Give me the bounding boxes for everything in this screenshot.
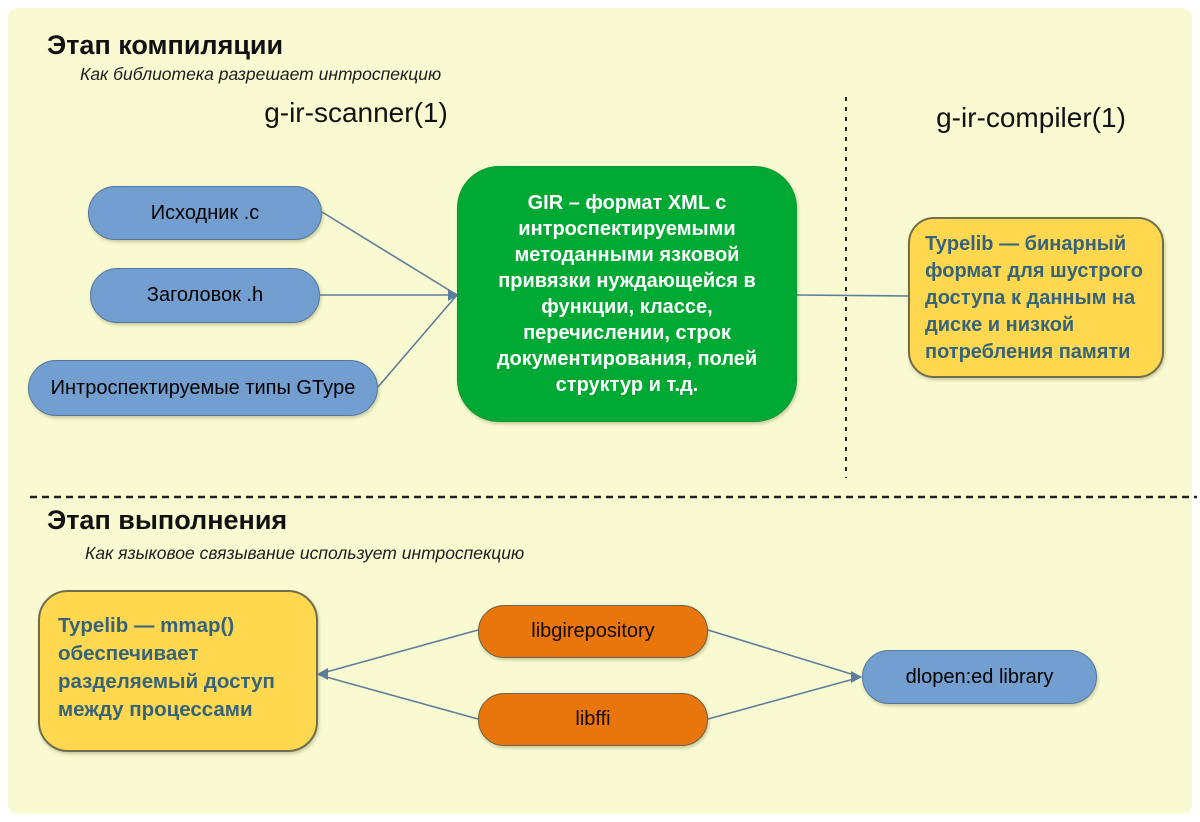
runtime-stage-title: Этап выполнения [47,505,288,535]
node-typelib-binary: Typelib — бинарный формат для шустрого д… [908,217,1164,378]
runtime-stage-subtitle: Как языковое связывание использует интро… [85,543,525,563]
node-header-h: Заголовок .h [90,268,320,323]
compile-stage-subtitle: Как библиотека разрешает интроспекцию [80,64,442,84]
node-libgirepository: libgirepository [478,605,708,658]
g-ir-scanner-label: g-ir-scanner(1) [264,97,448,128]
node-dlopened-library: dlopen:ed library [862,650,1097,704]
node-gir-xml: GIR – формат XML с интроспектируемыми ме… [457,166,797,422]
g-ir-compiler-label: g-ir-compiler(1) [936,102,1126,133]
node-source-c: Исходник .c [88,186,322,240]
node-typelib-mmap: Typelib — mmap() обеспечивает разделяемы… [38,590,318,752]
node-gtype-types: Интроспектируемые типы GType [28,360,378,416]
compile-stage-title: Этап компиляции [47,30,284,60]
node-libffi: libffi [478,693,708,746]
